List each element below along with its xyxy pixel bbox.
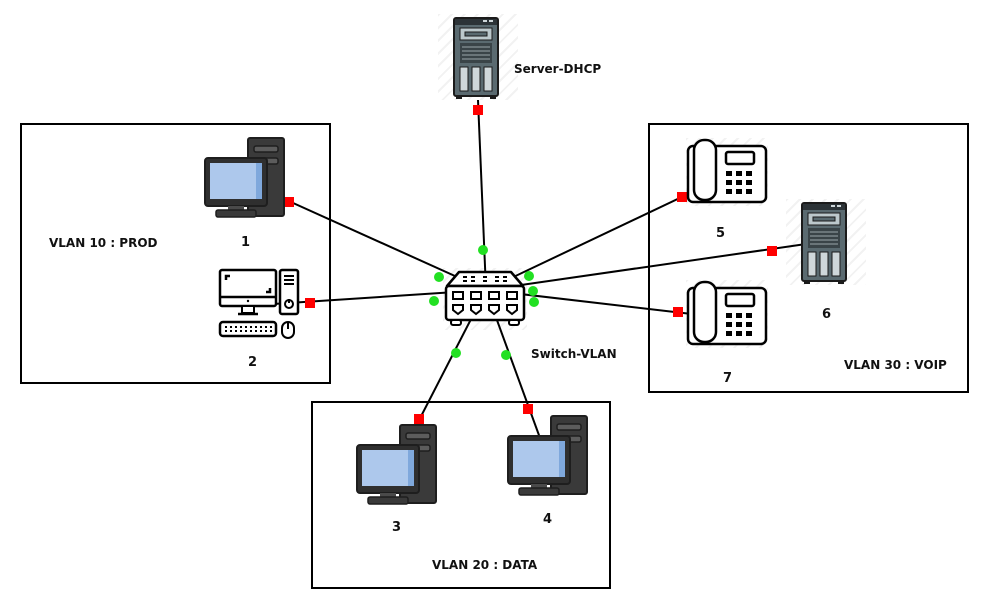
switch-port-server_dhcp[interactable] [478,245,488,255]
pc3-device[interactable] [354,423,440,507]
pc1-label: 1 [241,235,251,250]
switch-port-pc1[interactable] [434,272,444,282]
switch-label: Switch-VLAN [531,347,617,361]
device-port-pc4[interactable] [523,404,533,414]
server-dhcp-label: Server-DHCP [514,62,602,76]
switch-port-pc2[interactable] [429,296,439,306]
link-server6[interactable] [485,243,807,291]
switch-port-phone5[interactable] [524,271,534,281]
switch-port-pc3[interactable] [451,348,461,358]
pc4-label: 4 [543,512,553,527]
device-port-server_dhcp[interactable] [473,105,483,115]
phone7-label: 7 [723,371,733,386]
vlan30-box [648,123,969,393]
device-port-pc3[interactable] [414,414,424,424]
switch-port-pc4[interactable] [501,350,511,360]
vlan30-label: VLAN 30 : VOIP [844,358,947,372]
link-phone7[interactable] [485,289,727,319]
switch-icon [444,270,526,326]
switch-port-phone7[interactable] [529,297,539,307]
phone5-label: 5 [716,226,726,241]
server-icon [453,17,499,99]
vlan20-box [311,401,611,589]
pc2-device[interactable] [216,266,304,342]
desktop-pc-icon [507,415,588,496]
phone7-device[interactable] [686,280,768,348]
device-port-pc1[interactable] [284,197,294,207]
phone5-device[interactable] [686,138,768,206]
server-dhcp-device[interactable] [438,14,518,100]
switch-port-server6[interactable] [528,286,538,296]
device-port-phone5[interactable] [677,192,687,202]
ip-phone-icon [686,138,768,204]
device-port-phone7[interactable] [673,307,683,317]
link-server_dhcp[interactable] [477,99,487,291]
server6-label: 6 [822,307,832,322]
desktop-pc-icon [356,424,437,505]
pc3-label: 3 [392,520,402,535]
pc1-device[interactable] [202,136,288,220]
device-port-pc2[interactable] [305,298,315,308]
server-icon [801,202,847,284]
ip-phone-icon [686,280,768,346]
workstation-icon [218,268,300,339]
server6-device[interactable] [786,199,866,285]
vlan10-label: VLAN 10 : PROD [49,236,158,250]
link-pc1[interactable] [281,197,487,291]
vlan10-box [20,123,331,384]
vlan20-label: VLAN 20 : DATA [432,558,538,572]
pc4-device[interactable] [505,414,591,498]
switch-device[interactable] [443,268,527,330]
pc2-label: 2 [248,355,258,370]
device-port-server6[interactable] [767,246,777,256]
desktop-pc-icon [204,137,285,218]
